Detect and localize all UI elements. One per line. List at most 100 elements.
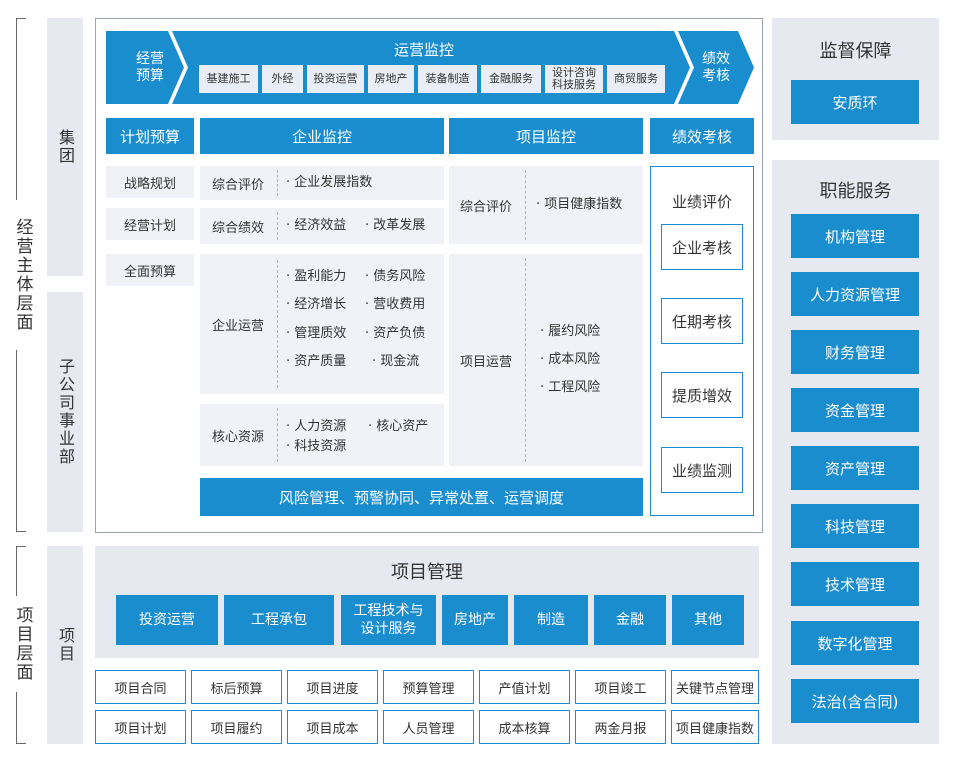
function-item: 法治(含合同) xyxy=(791,679,919,723)
enterprise-item: · 科技资源 xyxy=(286,439,347,454)
project-detail-cell: 项目健康指数 xyxy=(671,710,759,744)
project-mgmt-item: 房地产 xyxy=(442,595,508,645)
divider xyxy=(525,170,526,240)
project-mgmt-item: 工程承包 xyxy=(224,595,334,645)
project-health-item: · 项目健康指数 xyxy=(536,197,623,212)
arrow-right-chevron xyxy=(678,31,754,104)
project-risk-item: · 履约风险 xyxy=(540,324,601,339)
perf-item: 提质增效 xyxy=(661,372,743,418)
header-perf: 绩效考核 xyxy=(650,118,754,154)
business-chip: 商贸服务 xyxy=(607,65,665,93)
project-detail-cell: 项目履约 xyxy=(191,710,282,744)
plan-item: 全面预算 xyxy=(106,254,194,286)
header-project: 项目监控 xyxy=(449,118,643,154)
project-detail-cell: 关键节点管理 xyxy=(671,670,759,704)
project-detail-cell: 项目合同 xyxy=(95,670,186,704)
supervision-item: 安质环 xyxy=(791,80,919,124)
business-chip: 外经 xyxy=(262,65,303,93)
row-label-subsidiary-box: 子公司事业部 xyxy=(47,292,83,532)
arrow-center-title: 运营监控 xyxy=(393,40,454,59)
enterprise-item: · 盈利能力 xyxy=(286,269,347,284)
project-monitor-row-1 xyxy=(449,166,643,244)
enterprise-item: · 管理质效 xyxy=(286,326,347,341)
row-label-project: 项目 xyxy=(56,627,75,663)
project-detail-cell: 项目计划 xyxy=(95,710,186,744)
enterprise-item: · 核心资产 xyxy=(368,419,429,434)
enterprise-item: · 营收费用 xyxy=(365,297,426,312)
function-item: 资金管理 xyxy=(791,388,919,432)
project-monitor-row-1-label: 综合评价 xyxy=(459,199,512,215)
row-label-group-box: 集团 xyxy=(47,18,83,276)
project-mgmt-item: 金融 xyxy=(594,595,666,645)
project-detail-cell: 人员管理 xyxy=(383,710,474,744)
plan-item: 经营计划 xyxy=(106,208,194,240)
enterprise-item: · 经济增长 xyxy=(286,297,347,312)
function-item: 机构管理 xyxy=(791,214,919,258)
enterprise-item: · 改革发展 xyxy=(365,218,426,233)
enterprise-index: · 企业发展指数 xyxy=(286,175,373,190)
row-label-project-box: 项目 xyxy=(47,546,83,744)
function-item: 财务管理 xyxy=(791,330,919,374)
functions-title: 职能服务 xyxy=(819,181,892,202)
project-monitor-row-2-label: 项目运营 xyxy=(459,354,512,370)
project-risk-item: · 成本风险 xyxy=(540,352,601,367)
enterprise-row-4 xyxy=(200,404,444,466)
row-label-subsidiary: 子公司事业部 xyxy=(56,358,75,466)
project-detail-cell: 产值计划 xyxy=(479,670,570,704)
enterprise-item: · 经济效益 xyxy=(286,218,347,233)
enterprise-item: · 现金流 xyxy=(372,354,420,369)
enterprise-item: · 资产负债 xyxy=(365,326,426,341)
enterprise-item: · 债务风险 xyxy=(365,269,426,284)
project-detail-cell: 项目成本 xyxy=(287,710,378,744)
enterprise-item: · 人力资源 xyxy=(286,419,347,434)
divider xyxy=(277,260,278,388)
enterprise-row-3 xyxy=(200,254,444,394)
function-item: 资产管理 xyxy=(791,446,919,490)
function-item: 科技管理 xyxy=(791,504,919,548)
header-enterprise: 企业监控 xyxy=(200,118,444,154)
plan-item: 战略规划 xyxy=(106,166,194,198)
axis-label-operating: 经营主体层面 xyxy=(10,200,36,350)
arrow-right-label: 绩效 考核 xyxy=(702,51,730,84)
project-risk-item: · 工程风险 xyxy=(540,380,601,395)
project-detail-cell: 两金月报 xyxy=(575,710,666,744)
business-chip: 装备制造 xyxy=(418,65,477,93)
project-detail-cell: 标后预算 xyxy=(191,670,282,704)
project-detail-cell: 项目竣工 xyxy=(575,670,666,704)
enterprise-row-3-label: 企业运营 xyxy=(211,318,264,334)
function-item: 数字化管理 xyxy=(791,621,919,665)
project-mgmt-item: 其他 xyxy=(672,595,744,645)
project-mgmt-title: 项目管理 xyxy=(391,562,463,583)
perf-title: 业绩评价 xyxy=(671,192,732,211)
divider xyxy=(277,170,278,196)
project-monitor-row-2 xyxy=(449,254,643,466)
project-detail-cell: 成本核算 xyxy=(479,710,570,744)
enterprise-row-1 xyxy=(200,166,444,200)
risk-bar: 风险管理、预警协同、异常处置、运营调度 xyxy=(200,478,643,516)
arrow-left-chevron xyxy=(106,31,184,104)
row-label-group: 集团 xyxy=(56,129,75,165)
business-chip: 基建施工 xyxy=(199,65,258,93)
perf-item: 企业考核 xyxy=(661,224,743,270)
axis-label-project: 项目层面 xyxy=(10,596,36,692)
function-item: 人力资源管理 xyxy=(791,272,919,316)
arrow-left-label: 经营 预算 xyxy=(136,51,164,84)
divider xyxy=(277,212,278,240)
divider xyxy=(277,408,278,462)
enterprise-row-4-label: 核心资源 xyxy=(211,429,264,445)
supervision-title: 监督保障 xyxy=(819,41,892,62)
business-chip: 设计咨询 科技服务 xyxy=(545,65,603,93)
divider xyxy=(525,258,526,462)
perf-item: 业绩监测 xyxy=(661,447,743,493)
project-detail-cell: 预算管理 xyxy=(383,670,474,704)
enterprise-row-2-label: 综合绩效 xyxy=(211,220,264,236)
project-mgmt-item: 工程技术与 设计服务 xyxy=(341,595,436,645)
enterprise-row-2 xyxy=(200,208,444,244)
business-chip: 金融服务 xyxy=(481,65,541,93)
header-plan: 计划预算 xyxy=(106,118,194,154)
project-mgmt-item: 投资运营 xyxy=(116,595,218,645)
main-frame xyxy=(95,18,763,533)
perf-item: 任期考核 xyxy=(661,298,743,344)
enterprise-item: · 资产质量 xyxy=(286,354,347,369)
function-item: 技术管理 xyxy=(791,562,919,606)
